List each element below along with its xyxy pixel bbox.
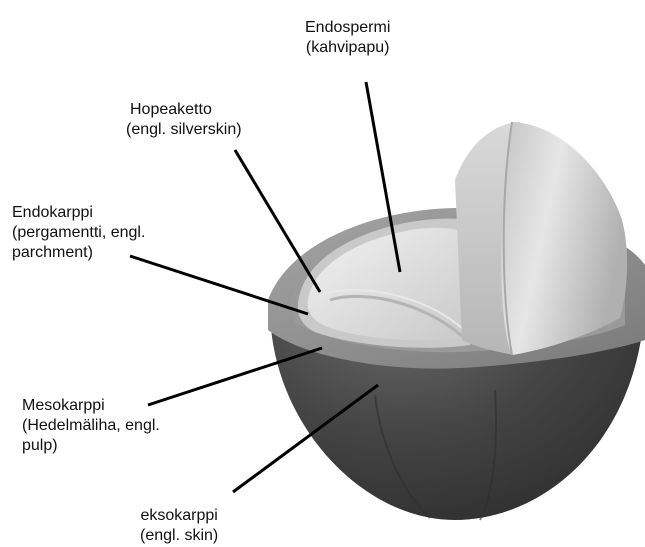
label-mesocarp: Mesokarppi (Hedelmäliha, engl. pulp) (22, 396, 160, 456)
label-mesocarp-line-3: pulp) (22, 436, 160, 456)
label-endocarp-line-2: (pergamentti, engl. (12, 223, 145, 243)
label-endosperm: Endospermi (kahvipapu) (305, 18, 390, 58)
label-endosperm-line-2: (kahvipapu) (305, 38, 390, 58)
label-endocarp-line-3: parchment) (12, 243, 145, 263)
label-exocarp-line-2: (engl. skin) (140, 526, 218, 546)
label-exocarp-line-1: eksokarppi (140, 506, 218, 526)
label-endosperm-line-1: Endospermi (305, 18, 390, 38)
label-endocarp: Endokarppi (pergamentti, engl. parchment… (12, 203, 145, 263)
label-silverskin-line-2: (engl. silverskin) (126, 120, 242, 140)
leader-silverskin (235, 150, 320, 292)
label-silverskin: Hopeaketto (engl. silverskin) (126, 100, 242, 140)
label-endocarp-line-1: Endokarppi (12, 203, 145, 223)
endosperm-dome (501, 122, 627, 355)
label-silverskin-line-1: Hopeaketto (126, 100, 242, 120)
label-mesocarp-line-2: (Hedelmäliha, engl. (22, 416, 160, 436)
label-exocarp: eksokarppi (engl. skin) (140, 506, 218, 546)
label-mesocarp-line-1: Mesokarppi (22, 396, 160, 416)
